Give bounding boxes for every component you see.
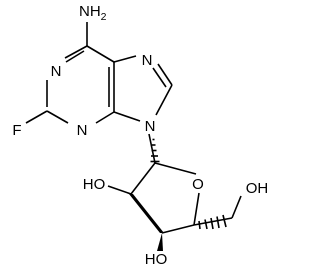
bond-lines — [25, 22, 242, 234]
bond-c1prime-c2prime — [130, 162, 156, 195]
bond-c4prime-c5prime — [193, 217, 233, 226]
wedge-c3prime-oh — [157, 233, 163, 251]
bond-c2-f — [25, 110, 48, 124]
bond-c6-c5 — [86, 45, 115, 63]
bond-n7-c8-double — [152, 67, 167, 88]
hash-c1prime-n9 — [150, 138, 160, 163]
ring-oxygen-label: O — [192, 176, 204, 193]
bond-o4-c4prime — [193, 192, 200, 226]
bond-n3-c4 — [95, 111, 115, 124]
molecule-structure-diagram: NH2 N N N N F O HO HO OH — [12, 3, 268, 268]
nitrogen-top-label: N — [142, 52, 153, 69]
bond-c5prime-oh — [231, 195, 242, 219]
nitrogen-left-label: N — [51, 63, 62, 80]
bond-c6-n1 — [64, 45, 88, 59]
hydroxyl-5-label: OH — [246, 180, 269, 197]
bond-c8-n9 — [155, 84, 173, 116]
bond-c5-n7 — [113, 55, 137, 63]
bond-c6-n1-double — [65, 50, 85, 63]
nitrogen-bottom-label: N — [77, 122, 88, 139]
hash-c4prime-c5prime — [198, 214, 227, 230]
bond-c2prime-oh — [107, 185, 132, 195]
bond-n9-c1prime — [148, 133, 156, 164]
atom-labels: NH2 N N N N F O HO HO OH — [12, 3, 268, 268]
fluorine-label: F — [12, 122, 21, 139]
wedge-c2prime-c3prime — [129, 194, 164, 233]
bond-n9-c4 — [113, 111, 141, 122]
amino-group-label: NH2 — [79, 3, 107, 23]
hydroxyl-2-label: HO — [83, 176, 106, 193]
stereo-bonds — [129, 138, 227, 251]
bond-n7-c8 — [157, 63, 173, 86]
bond-c3prime-c4prime — [161, 224, 195, 234]
nitrogen-9-label: N — [145, 118, 156, 135]
bond-c1prime-o4 — [154, 162, 197, 175]
bond-c2-n3 — [46, 110, 69, 124]
hydroxyl-3-label: HO — [145, 251, 168, 268]
